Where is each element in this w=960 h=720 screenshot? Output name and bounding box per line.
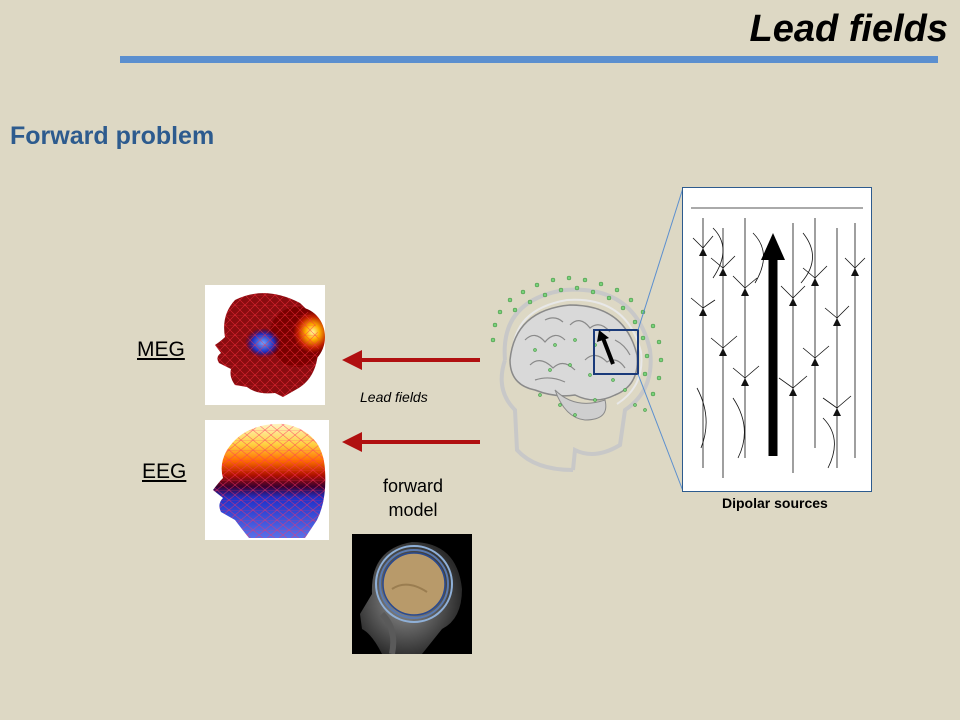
cortical-neurons-panel (682, 187, 872, 492)
forward-model-line1: forward (382, 476, 444, 496)
meg-arrow (342, 350, 480, 370)
dipolar-sources-label: Dipolar sources (722, 495, 828, 511)
mri-head-model (352, 534, 472, 654)
slide-subtitle: Forward problem (10, 122, 215, 150)
lead-fields-label: Lead fields (360, 389, 428, 405)
meg-label: MEG (137, 338, 185, 361)
forward-model-line2: model (388, 500, 438, 520)
forward-model-label: forward model (366, 474, 460, 522)
slide-title: Lead fields (749, 8, 949, 50)
eeg-head-map (205, 420, 329, 540)
title-rule (120, 56, 938, 63)
brain-with-sensors (475, 270, 675, 480)
eeg-arrow (342, 432, 480, 452)
meg-head-map (205, 285, 325, 405)
eeg-label: EEG (142, 460, 187, 483)
